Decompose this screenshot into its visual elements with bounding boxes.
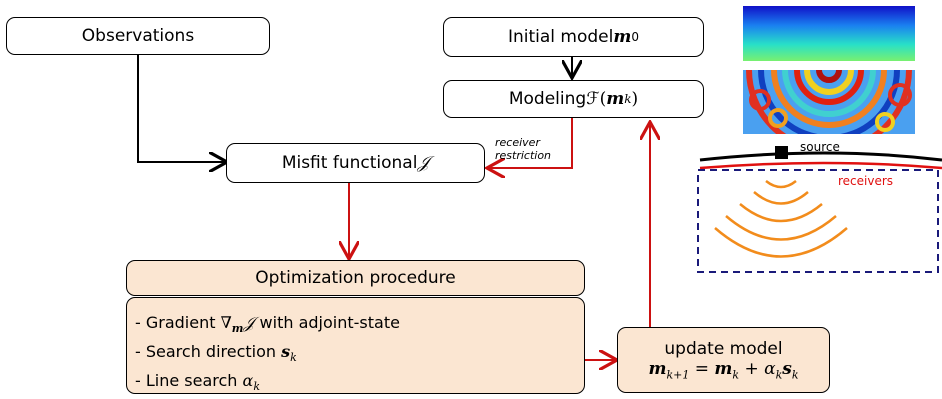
misfit-symbol: 𝒥	[417, 153, 430, 173]
optimization-steps: - Gradient ∇m𝒥 with adjoint-state - Sear…	[135, 311, 400, 399]
domain-boundary	[697, 169, 939, 273]
optimization-header-box: Optimization procedure	[126, 260, 585, 296]
misfit-box: Misfit functional 𝒥	[226, 143, 485, 183]
source-label: source	[800, 140, 840, 154]
arrow-modeling-misfit	[489, 118, 573, 168]
forward-operator-symbol: ℱ(	[586, 89, 607, 109]
optimization-header-label: Optimization procedure	[255, 268, 456, 288]
receivers-line	[699, 161, 942, 170]
velocity-model-image	[743, 6, 915, 61]
m0-symbol: m	[613, 27, 632, 47]
step-gradient: - Gradient ∇m𝒥 with adjoint-state	[135, 313, 400, 336]
step-line-search: - Line search αk	[135, 371, 261, 394]
wavefronts	[714, 179, 848, 258]
misfit-label: Misfit functional	[281, 153, 418, 173]
receiver-restriction-label: receiver restriction	[495, 136, 552, 162]
arrow-observations-misfit	[137, 55, 225, 162]
update-model-box: update model mk+1 = mk + αksk	[617, 327, 830, 393]
initial-model-label: Initial model	[507, 27, 614, 47]
update-model-label: update model	[664, 338, 783, 359]
step-search-direction: - Search direction sk	[135, 342, 297, 365]
wavefield-image	[743, 70, 915, 134]
source-marker	[775, 146, 788, 159]
receivers-label: receivers	[838, 174, 894, 188]
update-formula: mk+1 = mk + αksk	[648, 358, 799, 382]
modeling-label: Modeling	[508, 89, 587, 109]
optimization-steps-box	[126, 297, 585, 394]
observations-label: Observations	[81, 26, 195, 46]
observations-box: Observations	[6, 17, 270, 55]
surface-line	[699, 151, 942, 162]
